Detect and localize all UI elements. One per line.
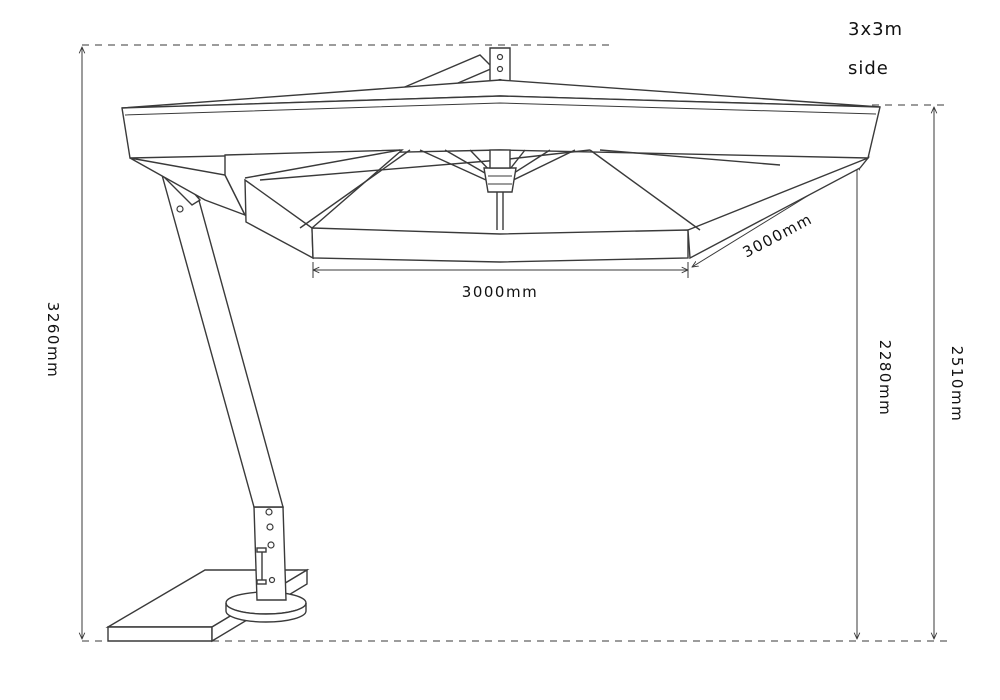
- canopy-edge-height-label: 2510mm: [948, 346, 966, 422]
- umbrella-drawing: [105, 47, 881, 643]
- canopy-underside: [129, 149, 871, 263]
- size-label: 3x3m: [848, 19, 903, 40]
- canopy-width-label: 3000mm: [462, 283, 538, 301]
- view-label: side: [848, 58, 889, 79]
- canopy-valance: [121, 95, 881, 159]
- clearance-height-label: 2280mm: [876, 340, 894, 416]
- tilt-handle: [256, 547, 267, 585]
- lower-pole: [253, 506, 287, 601]
- total-height-label: 3260mm: [44, 302, 62, 378]
- central-hub: [483, 149, 517, 230]
